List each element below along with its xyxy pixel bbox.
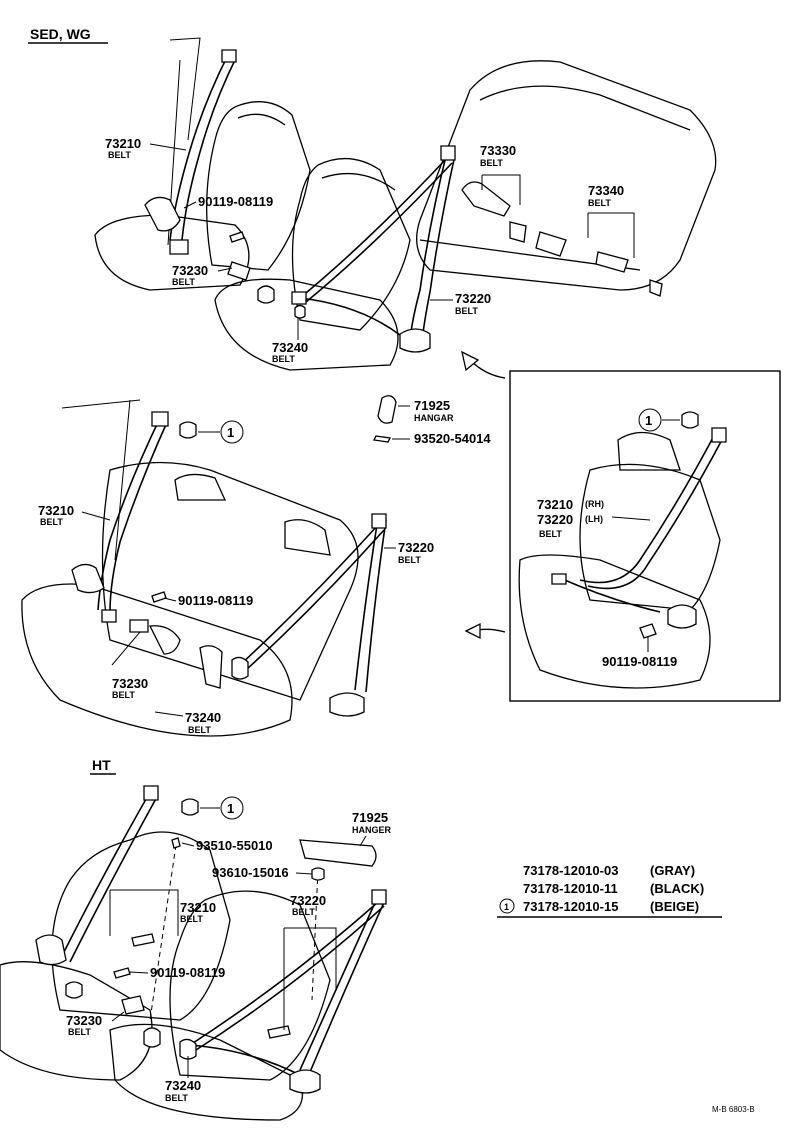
label-belt: BELT <box>180 914 203 924</box>
section-label-sedan-wagon: SED, WG <box>30 26 91 42</box>
label-belt: BELT <box>172 277 195 287</box>
label-73220-ht: 73220 <box>290 893 326 908</box>
label-bolt-inset: 90119-08119 <box>602 654 677 669</box>
label-rh: (RH) <box>585 499 604 509</box>
label-73220-mid: 73220 <box>398 540 434 555</box>
label-bolt-top: 90119-08119 <box>198 194 273 209</box>
label-belt: BELT <box>188 725 211 735</box>
label-73240-top: 73240 <box>272 340 308 355</box>
label-73210-top: 73210 <box>105 136 141 151</box>
footer-code: M-B 6803-B <box>712 1105 755 1114</box>
label-73330: 73330 <box>480 143 516 158</box>
label-73210-ht: 73210 <box>180 900 216 915</box>
section-label-hardtop: HT <box>92 757 111 773</box>
section-hardtop: HT <box>0 757 392 1121</box>
label-belt: BELT <box>539 529 562 539</box>
section-middle: 1 73210 BELT 90119-08119 73230 BELT 7324… <box>21 395 506 737</box>
label-belt: BELT <box>112 690 135 700</box>
cover-number-black: 73178-12010-11 <box>523 881 618 896</box>
cover-color-black: (BLACK) <box>650 881 704 896</box>
label-bolt-mid: 90119-08119 <box>178 593 253 608</box>
label-bolt-ht: 90119-08119 <box>150 965 225 980</box>
label-belt: BELT <box>108 150 131 160</box>
label-hangar: HANGAR <box>414 413 454 423</box>
label-73230-top: 73230 <box>172 263 208 278</box>
label-lh: (LH) <box>585 514 603 524</box>
label-93520: 93520-54014 <box>414 431 491 446</box>
callout-marker-1: 1 <box>645 413 652 428</box>
label-belt: BELT <box>588 198 611 208</box>
cover-color-beige: (BEIGE) <box>650 899 699 914</box>
label-belt: BELT <box>68 1027 91 1037</box>
label-73230-ht: 73230 <box>66 1013 102 1028</box>
label-73210-mid: 73210 <box>38 503 74 518</box>
callout-marker-1: 1 <box>227 425 234 440</box>
label-belt: BELT <box>165 1093 188 1103</box>
label-73220-top: 73220 <box>455 291 491 306</box>
inset-box: 1 73210 (RH) 73220 (LH) BELT 90119-08119 <box>509 370 781 702</box>
label-73240-mid: 73240 <box>185 710 221 725</box>
callout-marker-1: 1 <box>504 902 509 912</box>
cover-number-beige: 73178-12010-15 <box>523 899 618 914</box>
label-93610: 93610-15016 <box>212 865 289 880</box>
cover-color-list: 73178-12010-03 (GRAY) 73178-12010-11 (BL… <box>497 863 722 918</box>
label-belt: BELT <box>272 354 295 364</box>
label-73220-inset: 73220 <box>537 512 573 527</box>
label-93510: 93510-55010 <box>196 838 273 853</box>
label-hanger-ht: HANGER <box>352 825 392 835</box>
label-73240-ht: 73240 <box>165 1078 201 1093</box>
label-belt: BELT <box>455 306 478 316</box>
label-belt: BELT <box>480 158 503 168</box>
label-belt: BELT <box>292 907 315 917</box>
label-73210-inset: 73210 <box>537 497 573 512</box>
label-71925-mid: 71925 <box>414 398 450 413</box>
callout-marker-1: 1 <box>227 801 234 816</box>
label-belt: BELT <box>398 555 421 565</box>
label-73340: 73340 <box>588 183 624 198</box>
label-71925-ht: 71925 <box>352 810 388 825</box>
cover-color-gray: (GRAY) <box>650 863 695 878</box>
label-73230-mid: 73230 <box>112 676 148 691</box>
cover-number-gray: 73178-12010-03 <box>523 863 618 878</box>
label-belt: BELT <box>40 517 63 527</box>
section-sedan-wagon: SED, WG <box>28 26 717 379</box>
